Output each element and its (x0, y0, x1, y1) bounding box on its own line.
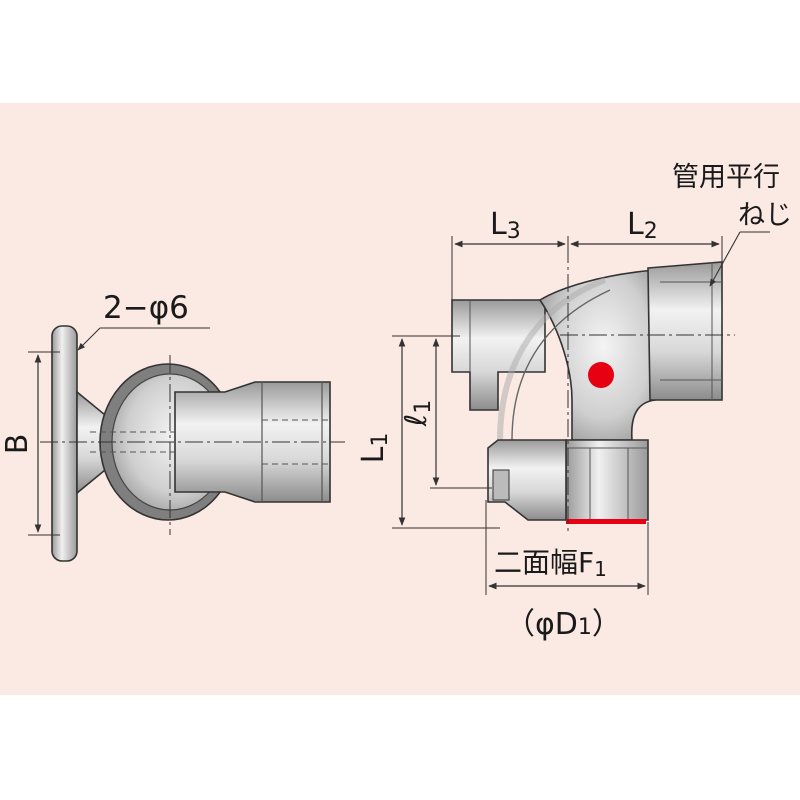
label-B: B (0, 434, 35, 455)
side-view: B 2−φ6 (0, 290, 345, 562)
label-L1: L1 (356, 433, 393, 464)
front-view: L3 L2 管用平行 ねじ L1 ℓ1 二面幅F1 （φD1） (356, 162, 792, 642)
label-L2: L2 (627, 207, 658, 244)
leader-holes (77, 327, 101, 351)
hex-nut (565, 439, 649, 521)
elbow-body (538, 269, 656, 441)
label-thread-line1: 管用平行 (672, 162, 780, 193)
label-hex-width: 二面幅F1 (494, 546, 607, 581)
label-diameter: （φD1） (505, 607, 622, 642)
thread-socket (647, 261, 723, 401)
label-flange-holes: 2−φ6 (103, 290, 189, 326)
indicator-dot (588, 362, 614, 388)
flange-plate (51, 325, 78, 562)
red-stripe (566, 519, 646, 524)
flange-tube (451, 299, 546, 411)
label-L3: L3 (490, 207, 521, 244)
label-l1: ℓ1 (399, 400, 436, 427)
leader-thread (709, 231, 741, 287)
label-thread-line2: ねじ (738, 200, 792, 231)
